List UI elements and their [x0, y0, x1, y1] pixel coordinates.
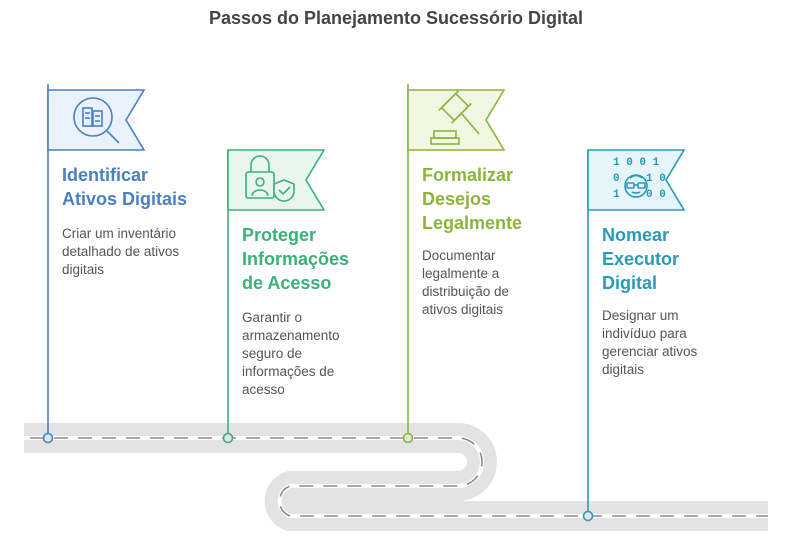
- step-3-description: Documentar legalmente a distribuição de …: [422, 248, 510, 317]
- step-1-description: Criar um inventário detalhado de ativos …: [62, 226, 180, 277]
- step-2-title: Proteger Informações de Acesso: [242, 225, 350, 293]
- step-2-description: Garantir o armazenamento seguro de infor…: [242, 310, 340, 397]
- binary-row-3: 1: [613, 189, 620, 201]
- binary-row-1: 1 0 0 1: [613, 157, 660, 169]
- step-3-title: Formalizar Desejos Legalmente: [422, 165, 523, 233]
- gavel-icon: [430, 90, 480, 145]
- magnifier-document-icon: [73, 97, 120, 144]
- step-4-description: Designar um indivíduo para gerenciar ati…: [602, 308, 698, 377]
- step-1-title: Identificar Ativos Digitais: [62, 165, 188, 209]
- diagram-title: Passos do Planejamento Sucessório Digita…: [208, 8, 584, 28]
- binary-row-2b: 1 0: [646, 173, 666, 185]
- step-1-marker: [42, 84, 146, 444]
- step-4-title: Nomear Executor Digital: [602, 225, 680, 293]
- binary-row-2: 0: [613, 173, 620, 185]
- binary-person-icon: 1 0 0 1 0 1 0 1 0 0: [613, 157, 666, 201]
- road: [24, 421, 768, 533]
- step-3-marker: [402, 84, 506, 444]
- binary-row-3b: 0 0: [646, 189, 666, 201]
- lock-user-shield-icon: [245, 155, 295, 202]
